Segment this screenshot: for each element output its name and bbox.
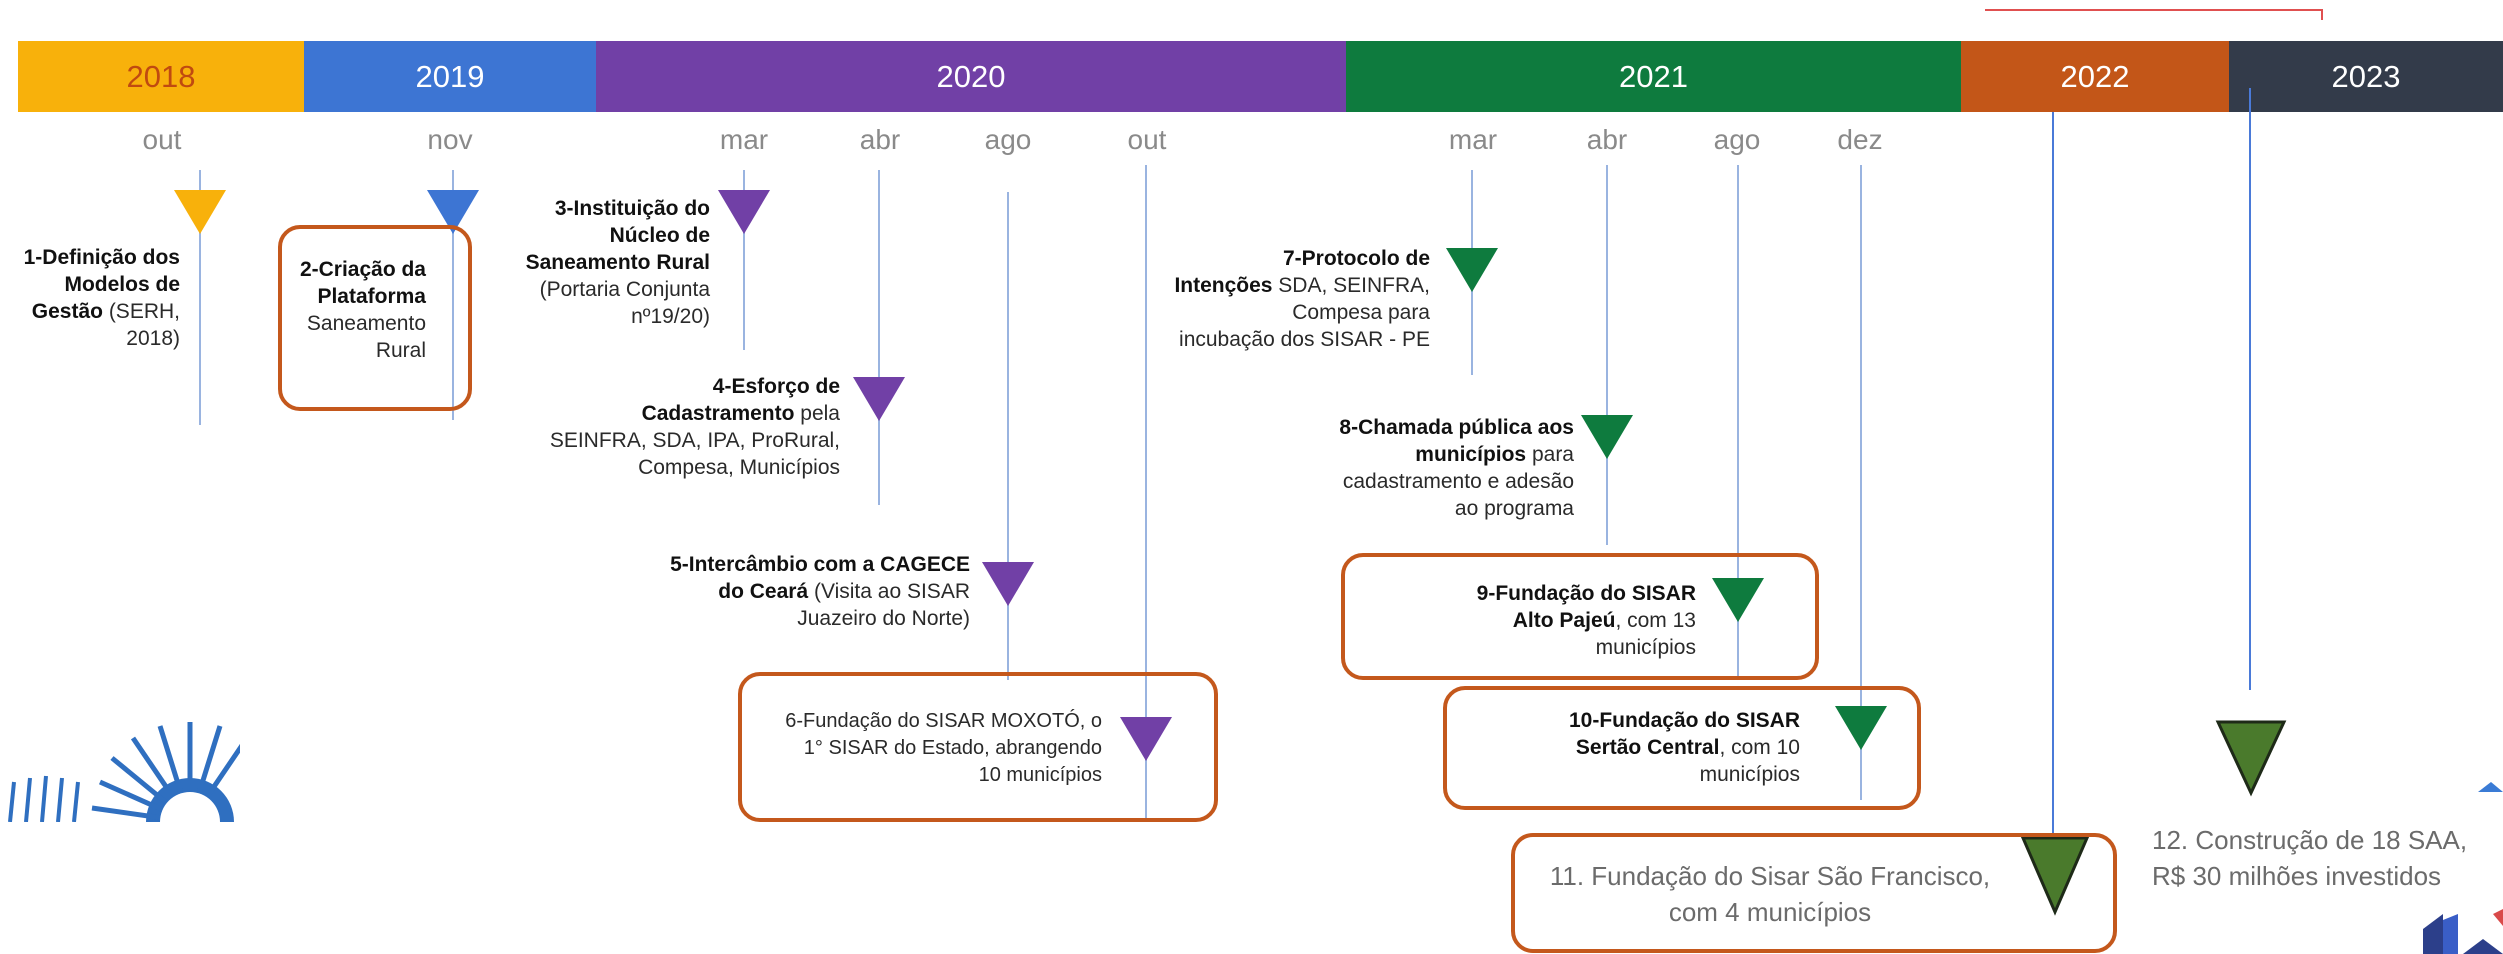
month-label: abr: [859, 124, 901, 155]
month-label: abr: [1586, 124, 1628, 155]
event-9-text: 9-Fundação do SISAR Alto Pajeú, com 13 m…: [1476, 582, 1696, 659]
event-12-text: 12. Construção de 18 SAA, R$ 30 milhões …: [2152, 825, 2468, 891]
highlight-box-event-2: [278, 225, 472, 411]
month-label: ago: [984, 124, 1032, 155]
marker-triangle-2022: [2020, 836, 2090, 916]
image-panel: [0, 0, 1985, 822]
year-bar-2022: 2022: [1961, 41, 2229, 112]
event-4-text: 4-Esforço de Cadastramento pela SEINFRA,…: [549, 375, 840, 479]
year-bar-2020: 2020: [596, 41, 1346, 112]
marker-triangle-2023: [2215, 720, 2287, 797]
highlight-box-event-10: [1443, 686, 1921, 810]
marker-triangle-2020-out: [1120, 717, 1172, 761]
marker-triangle-2020-abr: [853, 377, 905, 421]
event-10-text: 10-Fundação do SISAR Sertão Central, com…: [1568, 709, 1800, 786]
year-bar-2021: 2021: [1346, 41, 1961, 112]
month-label: ago: [1713, 124, 1761, 155]
event-1-text: 1-Definição dos Modelos de Gestão (SERH,…: [23, 246, 180, 350]
marker-triangle-2021-mar: [1446, 248, 1498, 292]
event-7-text: 7-Protocolo de Intenções SDA, SEINFRA, C…: [1174, 247, 1430, 351]
event-5-text: 5-Intercâmbio com a CAGECE do Ceará (Vis…: [670, 553, 970, 630]
year-bar-2018: 2018: [18, 41, 304, 112]
event-2-text: 2-Criação da Plataforma Saneamento Rural: [299, 258, 426, 362]
month-label: out: [1127, 124, 1167, 155]
marker-triangle-2021-dez: [1835, 706, 1887, 750]
marker-triangle-2018: [174, 190, 226, 234]
highlight-box-event-11: [1511, 833, 2117, 953]
highlight-box-event-9: [1341, 553, 1819, 680]
year-bar-2023: 2023: [2229, 41, 2503, 112]
marker-triangle-2021-abr: [1581, 415, 1633, 459]
decorative-sun-logo: [8, 722, 240, 822]
marker-triangle-2019: [427, 190, 479, 234]
month-label: nov: [427, 124, 473, 155]
month-label: mar: [1448, 124, 1498, 155]
month-label: out: [142, 124, 182, 155]
marker-triangle-2020-mar: [718, 190, 770, 234]
event-3-text: 3-Instituição do Núcleo de Saneamento Ru…: [525, 197, 710, 328]
marker-triangle-2020-ago: [982, 562, 1034, 606]
highlight-box-event-6: [738, 672, 1218, 822]
event-8-text: 8-Chamada pública aos municípios para ca…: [1339, 416, 1574, 520]
year-bar-2019: 2019: [304, 41, 596, 112]
month-label: dez: [1837, 124, 1883, 155]
event-11-text: 11. Fundação do Sisar São Francisco, com…: [1549, 861, 1991, 927]
month-label: mar: [719, 124, 769, 155]
decorative-corner-shapes: [2423, 782, 2503, 954]
marker-triangle-2021-ago: [1712, 578, 1764, 622]
event-6-text: 6-Fundação do SISAR MOXOTÓ, o 1° SISAR d…: [785, 710, 1102, 786]
